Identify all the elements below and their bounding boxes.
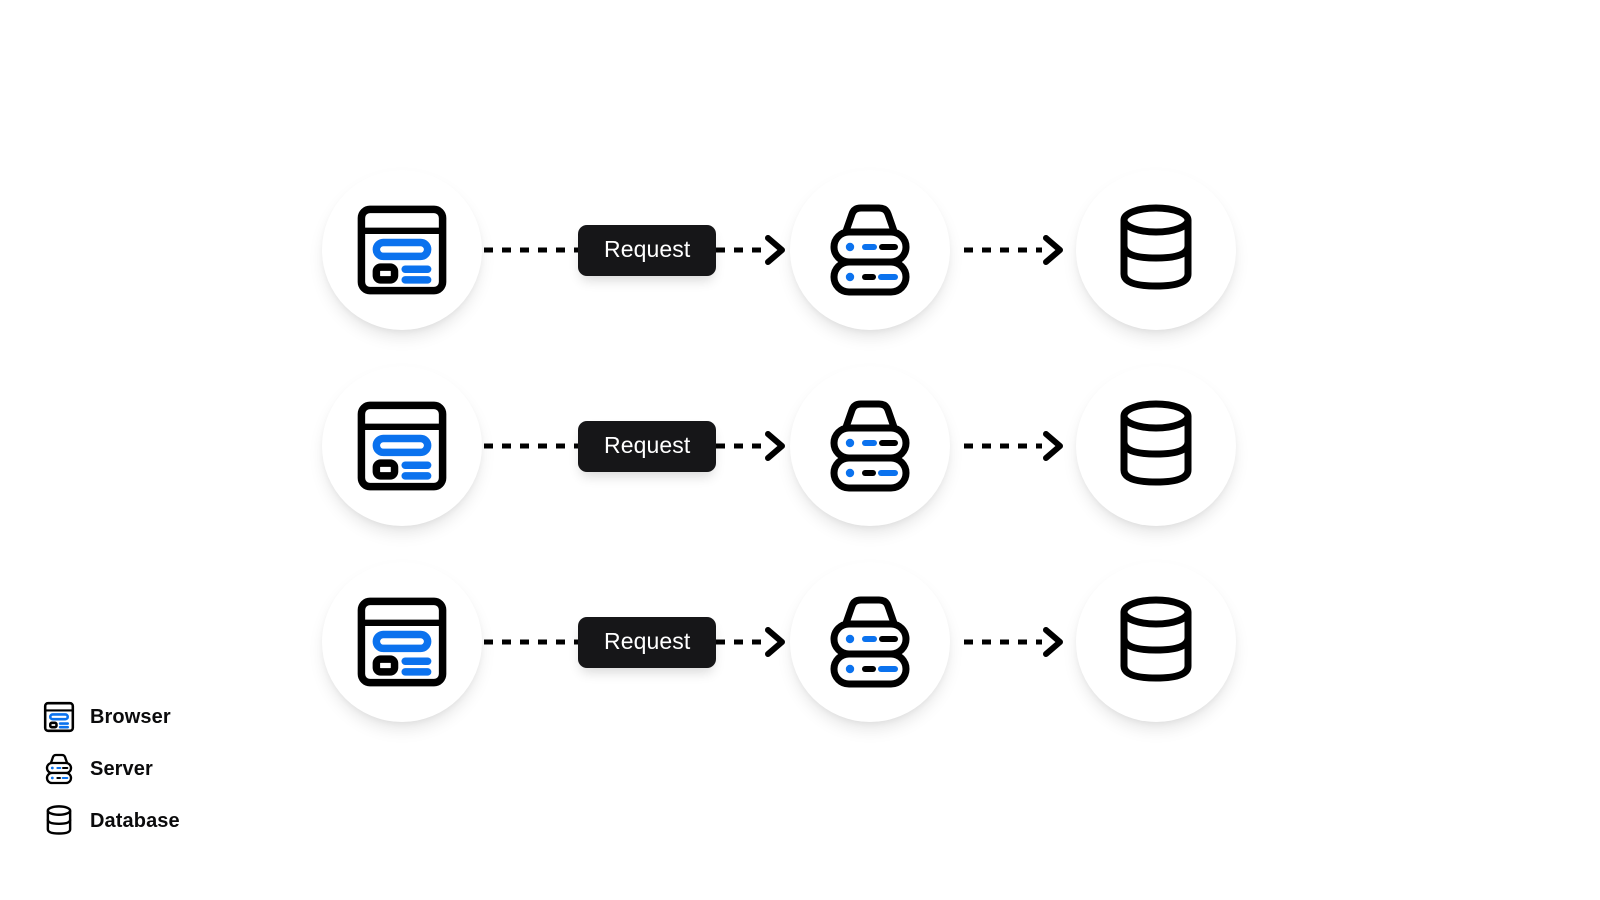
flow-row: Request bbox=[322, 165, 1237, 335]
connector-dashed-arrow bbox=[716, 622, 790, 662]
browser-node[interactable] bbox=[322, 170, 482, 330]
request-chip-wrap: Request bbox=[578, 224, 717, 276]
browser-icon bbox=[355, 203, 449, 297]
legend-item-server: Server bbox=[42, 752, 180, 786]
server-icon bbox=[822, 202, 918, 298]
node-disc bbox=[322, 562, 482, 722]
server-icon bbox=[42, 752, 76, 786]
node-disc bbox=[1076, 170, 1237, 330]
connector-dashed-arrow bbox=[950, 622, 1076, 662]
browser-icon bbox=[42, 700, 76, 734]
request-chip-wrap: Request bbox=[578, 616, 717, 668]
server-icon bbox=[822, 594, 918, 690]
legend-label: Browser bbox=[90, 706, 171, 728]
database-node[interactable] bbox=[1076, 562, 1237, 722]
browser-icon bbox=[355, 399, 449, 493]
server-icon bbox=[822, 398, 918, 494]
request-chip-wrap: Request bbox=[578, 420, 717, 472]
flow-row: Request bbox=[322, 557, 1237, 727]
legend-item-browser: Browser bbox=[42, 700, 180, 734]
connector-dashed-arrow bbox=[950, 230, 1076, 270]
node-disc bbox=[1076, 562, 1237, 722]
legend-item-database: Database bbox=[42, 804, 180, 838]
connector-dashed-arrow bbox=[716, 426, 790, 466]
database-icon bbox=[1110, 204, 1202, 296]
database-icon bbox=[1110, 596, 1202, 688]
server-node[interactable] bbox=[790, 170, 951, 330]
database-node[interactable] bbox=[1076, 170, 1237, 330]
server-node[interactable] bbox=[790, 366, 951, 526]
legend-label: Server bbox=[90, 758, 153, 780]
database-node[interactable] bbox=[1076, 366, 1237, 526]
request-label[interactable]: Request bbox=[578, 616, 717, 668]
node-disc bbox=[322, 366, 482, 526]
browser-node[interactable] bbox=[322, 562, 482, 722]
browser-icon bbox=[355, 595, 449, 689]
database-icon bbox=[42, 804, 76, 838]
connector-dashed-arrow bbox=[950, 426, 1076, 466]
request-label[interactable]: Request bbox=[578, 420, 717, 472]
browser-node[interactable] bbox=[322, 366, 482, 526]
connector-dashed-line bbox=[482, 230, 578, 270]
request-label[interactable]: Request bbox=[578, 224, 717, 276]
node-disc bbox=[322, 170, 482, 330]
connector-dashed-line bbox=[482, 426, 578, 466]
server-node[interactable] bbox=[790, 562, 951, 722]
legend: Browser Server Database bbox=[42, 700, 180, 838]
connector-dashed-line bbox=[482, 622, 578, 662]
legend-label: Database bbox=[90, 810, 180, 832]
flow-row: Request bbox=[322, 361, 1237, 531]
node-disc bbox=[1076, 366, 1237, 526]
connector-dashed-arrow bbox=[716, 230, 790, 270]
database-icon bbox=[1110, 400, 1202, 492]
